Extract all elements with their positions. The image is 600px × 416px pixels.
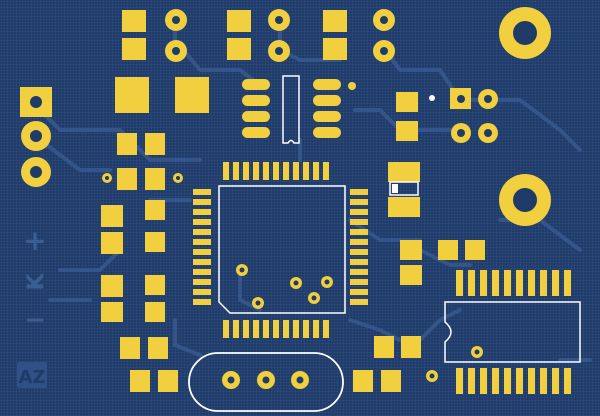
power-marks: + K − — [23, 224, 49, 335]
soic-wide-chip — [426, 270, 581, 394]
tqfp-right-pins — [350, 189, 368, 305]
soic-bottom-pins — [456, 368, 571, 394]
crystal-oscillator — [188, 352, 344, 412]
tqfp-top-pins — [223, 162, 329, 180]
mid-right-passives — [353, 240, 485, 392]
diode — [388, 162, 420, 217]
top-header-pads — [122, 9, 395, 62]
az-label: AZ — [19, 367, 46, 388]
soic8-chip — [242, 75, 356, 144]
tqfp-left-pins — [193, 189, 211, 305]
mounting-hole-top — [499, 7, 551, 59]
large-smd-pads — [115, 77, 209, 113]
tqfp-bottom-pins — [223, 320, 329, 338]
right-smd-pads — [396, 88, 498, 143]
minus-mark: − — [24, 305, 46, 335]
left-power-connector — [20, 87, 52, 187]
mounting-hole-bottom — [499, 174, 551, 226]
tqfp-microcontroller — [193, 162, 368, 338]
k-mark: K — [24, 273, 49, 291]
left-passives — [101, 133, 178, 392]
az-logo: AZ — [17, 362, 47, 388]
via — [429, 95, 435, 101]
soic-top-pins — [456, 270, 571, 296]
plus-mark: + — [23, 224, 46, 257]
top-drill-holes — [172, 16, 388, 55]
